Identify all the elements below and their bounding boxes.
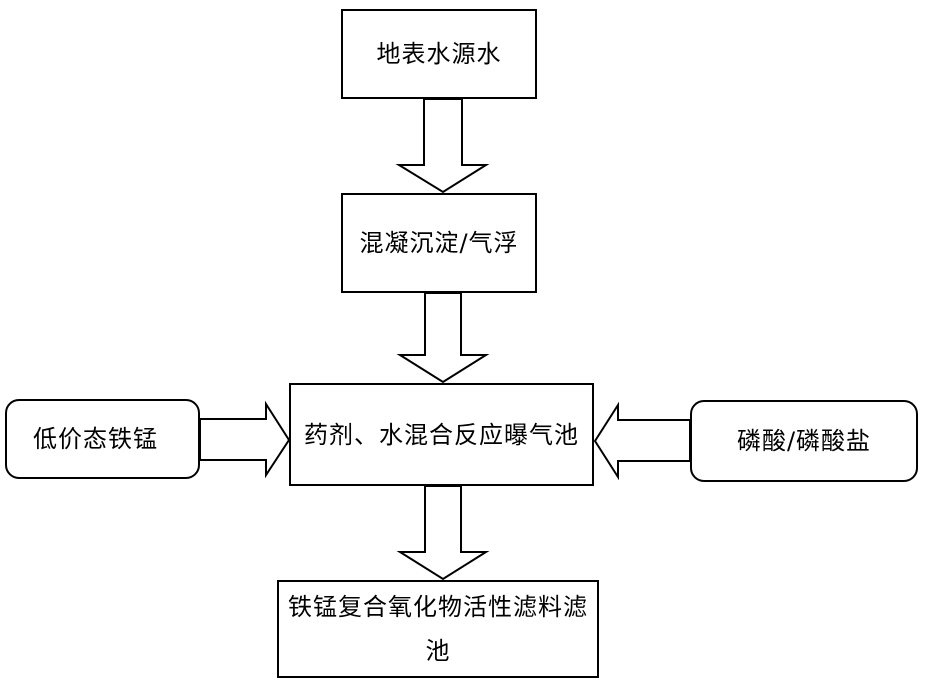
node-surface-water-source-label: 地表水源水	[377, 32, 502, 76]
node-active-filter-media-tank: 铁锰复合氧化物活性滤料滤池	[277, 580, 599, 678]
arrow-source-to-coagulation	[399, 99, 486, 192]
arrow-coagulation-to-reaction	[400, 293, 486, 382]
arrow-reaction-to-filter	[400, 486, 486, 579]
arrow-phosphate-to-reaction	[595, 405, 690, 477]
node-low-valence-iron-manganese-label: 低价态铁锰	[33, 417, 158, 461]
node-mixing-reaction-aeration-tank: 药剂、水混合反应曝气池	[289, 383, 594, 486]
node-low-valence-iron-manganese: 低价态铁锰	[5, 399, 200, 479]
node-phosphoric-acid-phosphate: 磷酸/磷酸盐	[690, 400, 918, 482]
node-active-filter-media-tank-label: 铁锰复合氧化物活性滤料滤池	[285, 585, 591, 673]
arrow-iron-to-reaction	[200, 404, 289, 475]
node-surface-water-source: 地表水源水	[341, 9, 537, 99]
node-phosphoric-acid-phosphate-label: 磷酸/磷酸盐	[737, 419, 871, 463]
node-mixing-reaction-aeration-tank-label: 药剂、水混合反应曝气池	[304, 413, 579, 457]
node-coagulation-sedimentation: 混凝沉淀/气浮	[341, 193, 537, 293]
node-coagulation-sedimentation-label: 混凝沉淀/气浮	[359, 221, 518, 265]
